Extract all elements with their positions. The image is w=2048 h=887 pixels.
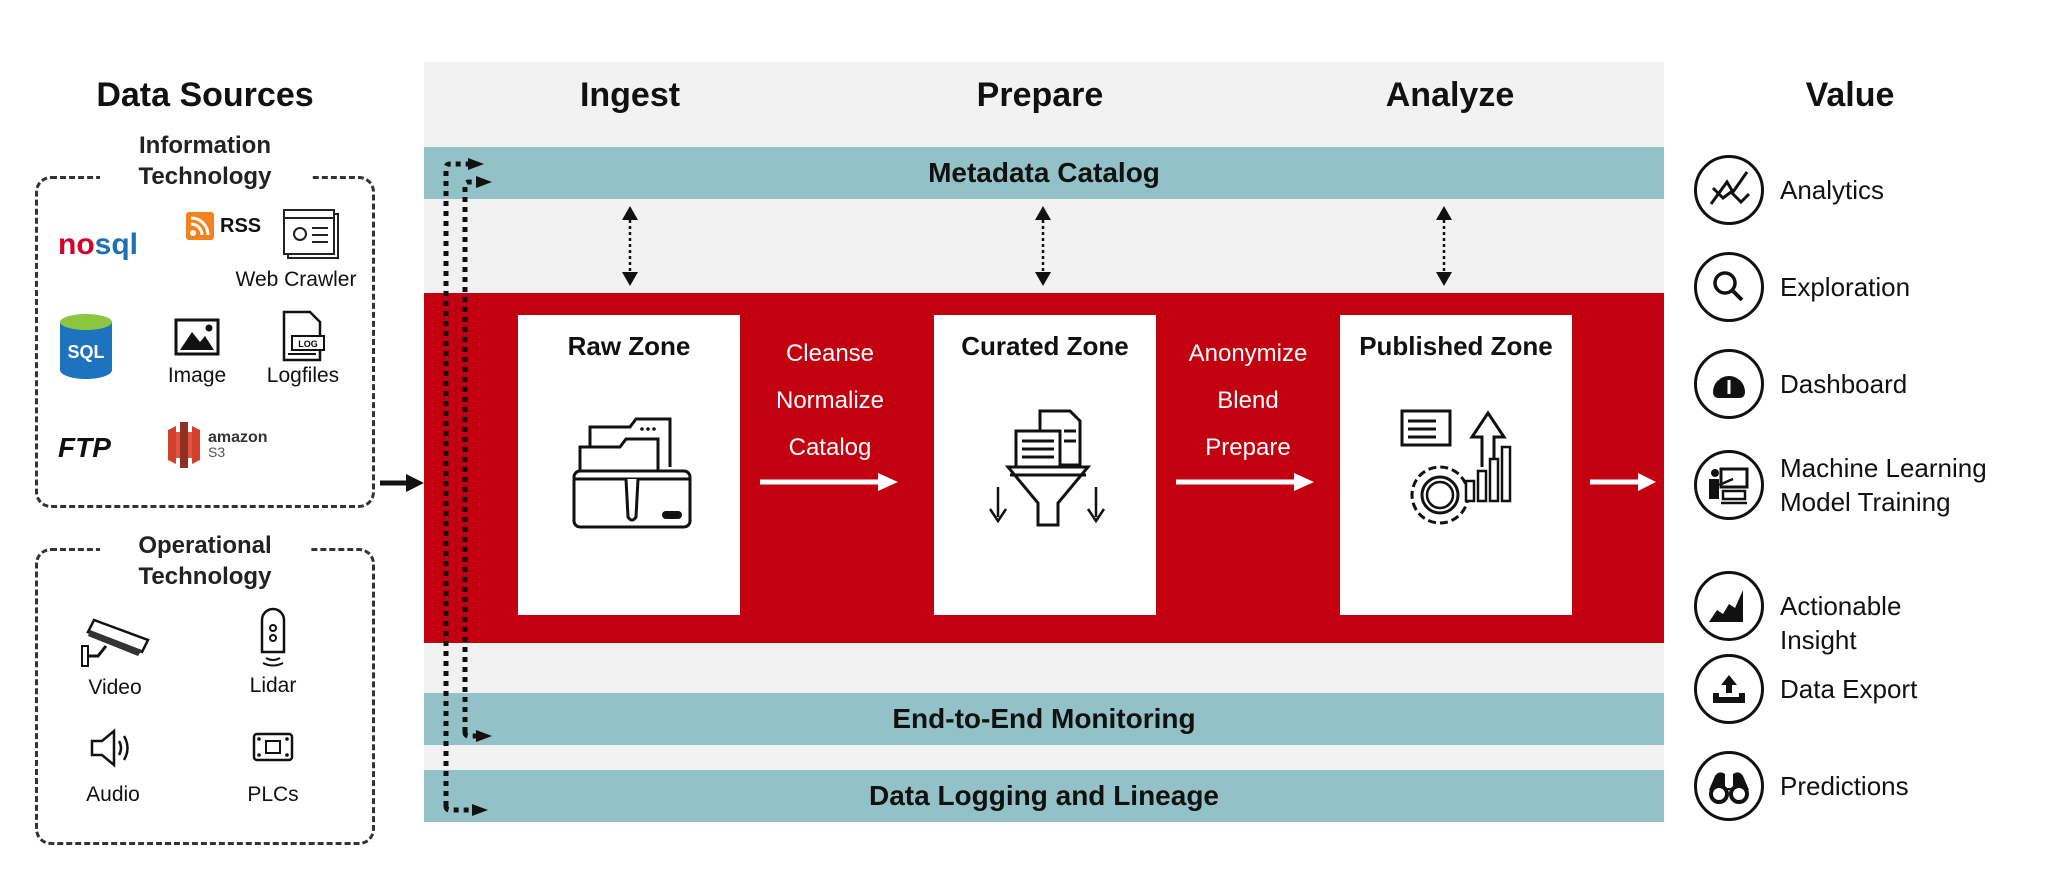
ftp-label: FTP — [58, 432, 111, 463]
lidar-icon — [260, 607, 286, 667]
sources-to-pipeline-arrow — [380, 474, 424, 492]
step-anonymize: Anonymize — [1188, 340, 1308, 367]
speaker-icon — [90, 728, 129, 768]
information-technology-title: Information Technology — [100, 130, 310, 192]
rss-icon — [186, 212, 214, 240]
amazon-s3-icon — [168, 422, 200, 468]
video-label: Video — [88, 676, 142, 699]
raw-zone: Raw Zone — [518, 315, 740, 615]
step-catalog: Catalog — [788, 434, 872, 461]
value-item-predictions: Predictions — [1694, 751, 1909, 821]
ot-title-line1: Operational — [138, 532, 272, 559]
published-zone-title: Published Zone — [1359, 331, 1553, 361]
value-label: Exploration — [1780, 272, 1911, 302]
data-sources-heading: Data Sources — [96, 76, 314, 114]
presentation-icon — [1694, 450, 1764, 520]
logfiles-label: Logfiles — [266, 364, 340, 387]
web-crawler-label: Web Crawler — [235, 268, 357, 291]
dotted-connectors — [443, 158, 492, 816]
lidar-label: Lidar — [249, 674, 297, 697]
it-title-line2: Technology — [138, 163, 272, 190]
value-heading: Value — [1805, 76, 1895, 114]
value-item-actionable-insight: Actionable Insight — [1694, 555, 1901, 657]
prepare-heading: Prepare — [976, 76, 1104, 114]
ingest-heading: Ingest — [579, 76, 681, 114]
folders-icon — [572, 417, 692, 529]
value-label: Actionable Insight — [1780, 591, 1902, 655]
audio-label: Audio — [86, 783, 140, 806]
value-item-dashboard: Dashboard — [1694, 349, 1907, 419]
nosql-no: no — [58, 228, 95, 261]
area-chart-icon — [1694, 571, 1764, 641]
value-label: Dashboard — [1780, 369, 1908, 399]
value-item-data-export: Data Export — [1694, 654, 1917, 724]
funnel-documents-icon — [988, 409, 1106, 527]
bidirectional-arrow-prepare — [1035, 206, 1051, 286]
log-tag: LOG — [298, 339, 318, 349]
raw-to-curated-steps: Cleanse Normalize Catalog — [750, 330, 910, 471]
curated-zone: Curated Zone — [934, 315, 1156, 615]
amazon-s3-source: amazon S3 — [164, 422, 268, 468]
gauge-icon — [1694, 349, 1764, 419]
value-item-ml-training: Machine Learning Model Training — [1694, 450, 1987, 520]
step-normalize: Normalize — [775, 387, 885, 414]
rss-source: RSS — [186, 212, 261, 240]
value-label: Data Export — [1780, 674, 1918, 704]
image-icon — [174, 318, 220, 356]
web-crawler-icon — [283, 209, 339, 259]
raw-zone-title: Raw Zone — [567, 331, 691, 361]
curated-to-published-arrow — [1176, 473, 1314, 491]
step-blend: Blend — [1217, 387, 1279, 414]
step-prepare: Prepare — [1205, 434, 1291, 461]
plc-chip-icon — [252, 732, 294, 762]
ot-title-line2: Technology — [138, 563, 272, 590]
amazon-label: amazon — [208, 429, 268, 446]
operational-technology-title: Operational Technology — [100, 530, 310, 592]
curated-zone-title: Curated Zone — [961, 331, 1129, 361]
plcs-label: PLCs — [247, 783, 299, 806]
published-zone: Published Zone — [1340, 315, 1572, 615]
logfiles-icon: LOG — [282, 310, 325, 362]
data-logging-lineage-band: Data Logging and Lineage — [424, 770, 1664, 822]
line-chart-icon — [1694, 155, 1764, 225]
nosql-sql: sql — [94, 228, 139, 261]
metadata-catalog-band: Metadata Catalog — [424, 147, 1664, 199]
value-item-analytics: Analytics — [1694, 155, 1884, 225]
nosql-logo: nosql — [58, 228, 138, 262]
analyze-heading: Analyze — [1385, 76, 1515, 114]
it-title-line1: Information — [139, 132, 271, 159]
bidirectional-arrow-ingest — [622, 206, 638, 286]
step-cleanse: Cleanse — [785, 340, 875, 367]
curated-to-published-steps: Anonymize Blend Prepare — [1168, 330, 1328, 471]
sql-database-icon: SQL — [60, 314, 112, 379]
video-camera-icon — [81, 618, 150, 667]
upload-tray-icon — [1694, 654, 1764, 724]
value-label: Machine Learning Model Training — [1780, 453, 1987, 517]
bidirectional-arrow-analyze — [1436, 206, 1452, 286]
value-item-exploration: Exploration — [1694, 252, 1910, 322]
value-label: Predictions — [1780, 771, 1909, 801]
value-label: Analytics — [1780, 175, 1885, 205]
gear-chart-icon — [1400, 409, 1512, 525]
pipeline-to-value-arrow — [1590, 473, 1656, 491]
s3-label: S3 — [208, 444, 226, 460]
binoculars-icon — [1694, 751, 1764, 821]
sql-label: SQL — [67, 342, 104, 362]
image-label: Image — [167, 364, 227, 387]
end-to-end-monitoring-band: End-to-End Monitoring — [424, 693, 1664, 745]
rss-label: RSS — [220, 214, 262, 237]
raw-to-curated-arrow — [760, 473, 898, 491]
search-icon — [1694, 252, 1764, 322]
